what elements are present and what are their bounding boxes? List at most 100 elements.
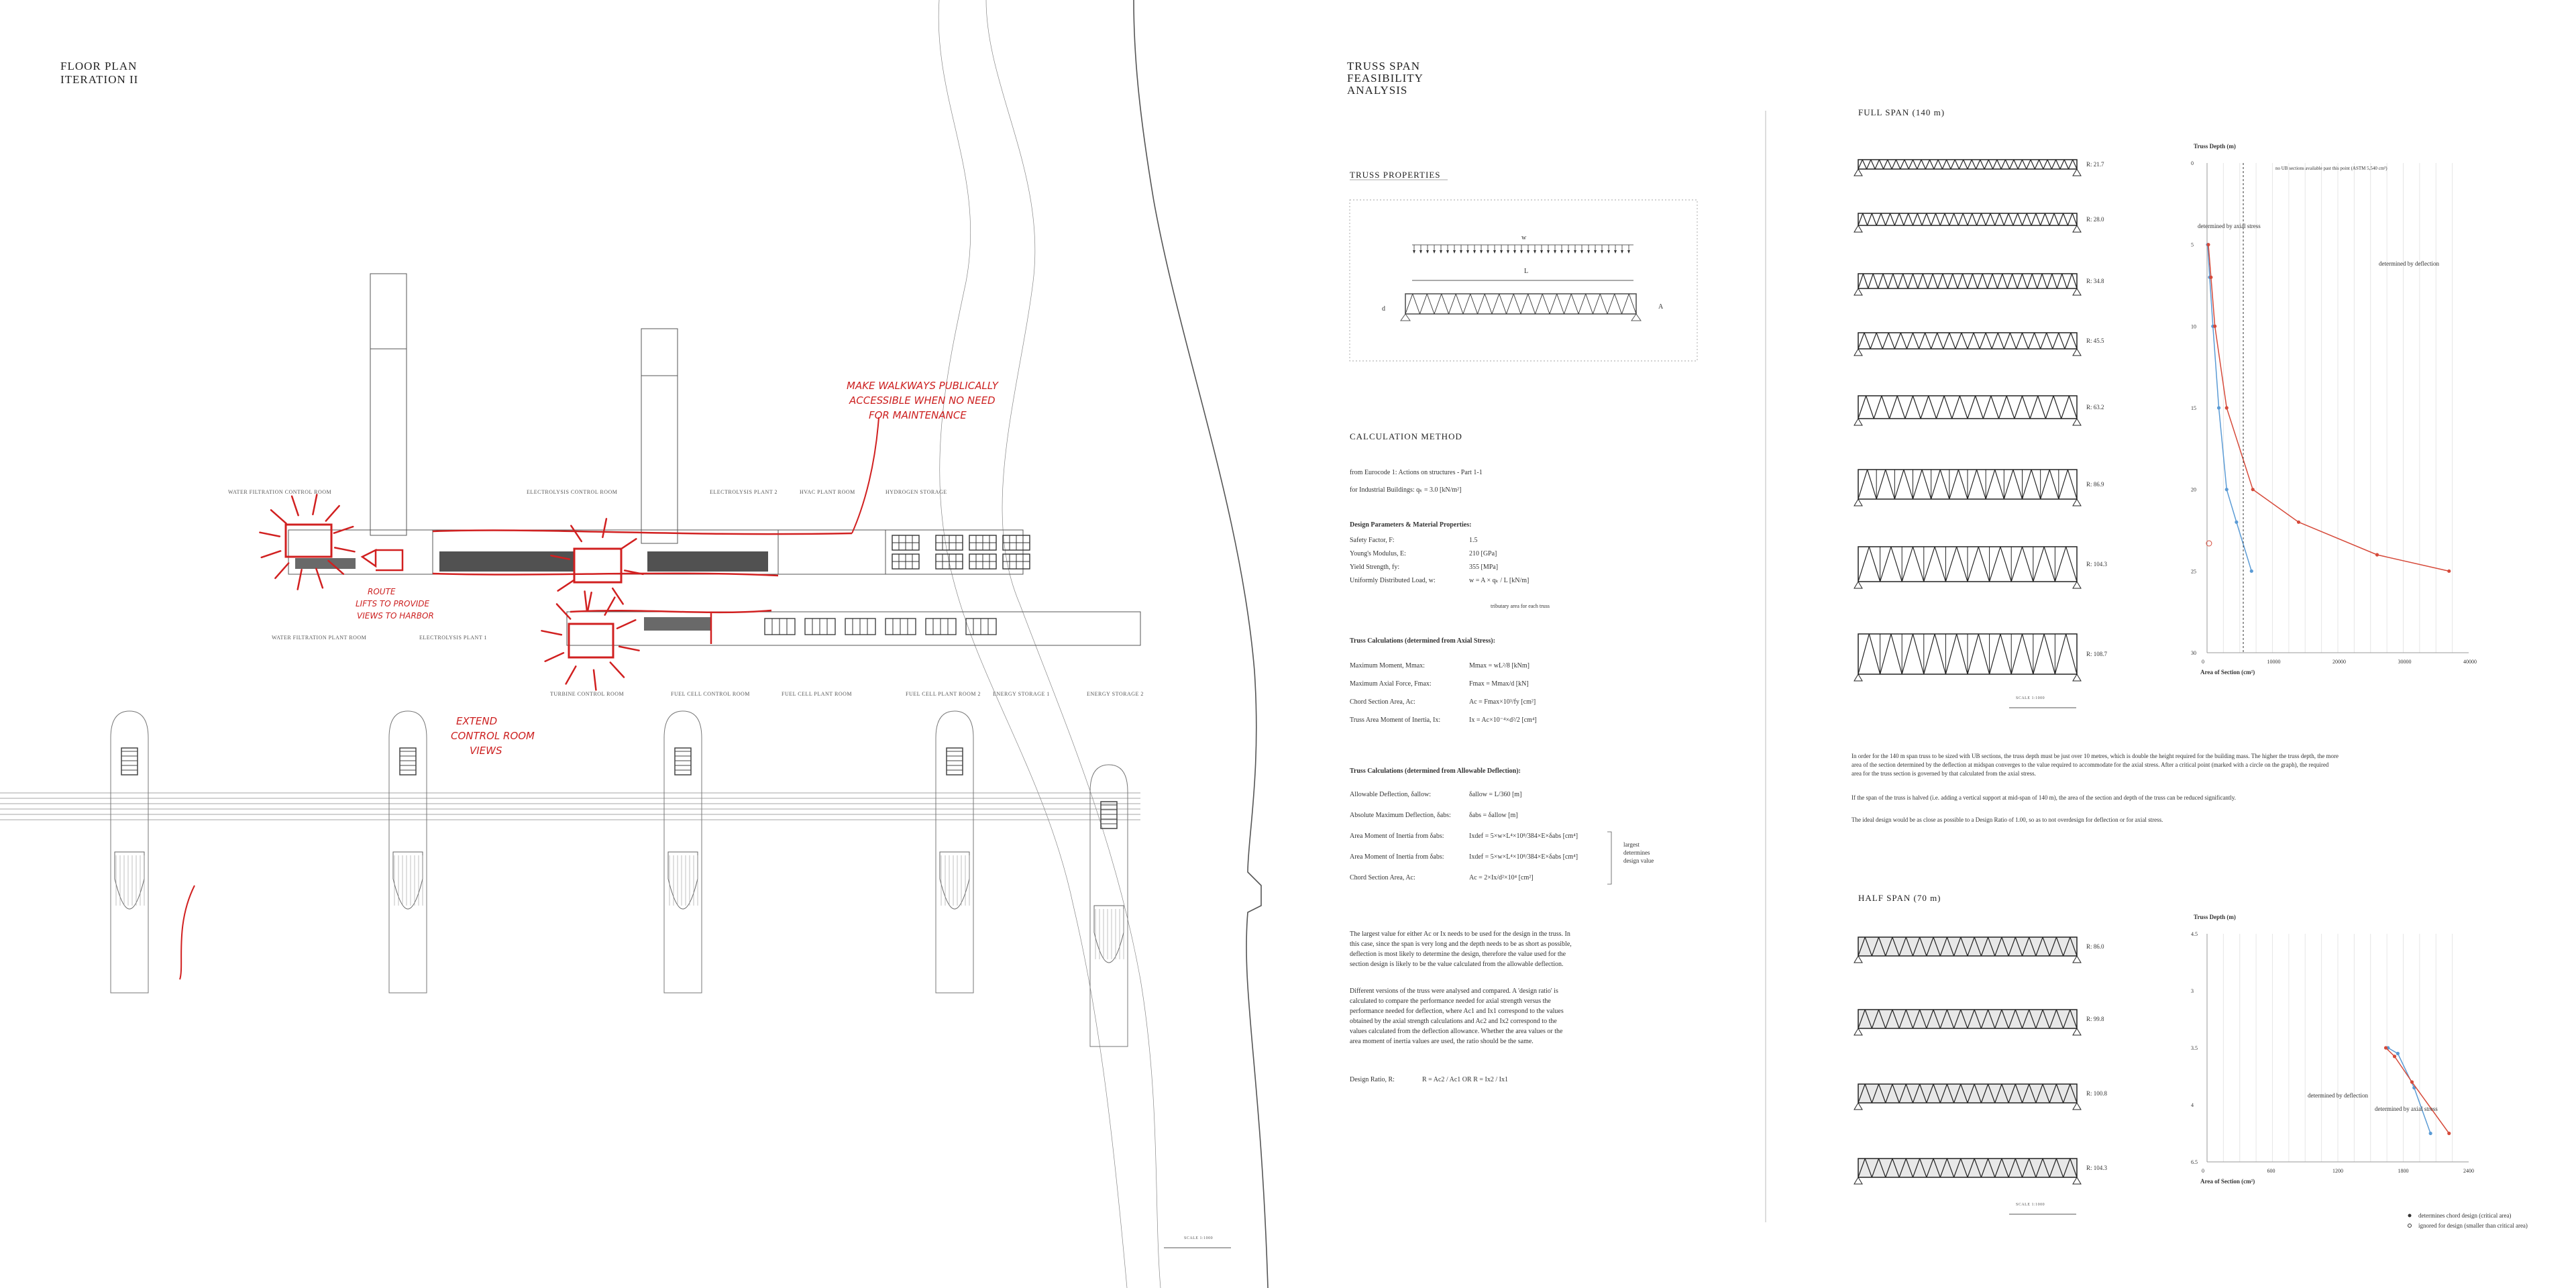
paragraph-line: area of the section determined by the de…	[1851, 761, 2329, 768]
paragraph-line: performance needed for deflection, where…	[1350, 1008, 1564, 1015]
x-tick: 1800	[2398, 1168, 2409, 1174]
truss-ratio-label: R: 34.8	[2086, 278, 2104, 284]
truss-elevation: R: 45.5	[1854, 332, 2104, 356]
boat	[1089, 764, 1128, 1047]
energy-module	[845, 618, 876, 635]
truss-elevation: R: 104.3	[1854, 546, 2108, 589]
markup-walkway-strokes	[432, 529, 853, 644]
param-label: Chord Section Area, Ac:	[1350, 698, 1415, 706]
truss-ratio-label: R: 104.3	[2086, 1165, 2108, 1171]
label-d: d	[1382, 305, 1385, 313]
y-tick: 4	[2191, 1102, 2194, 1108]
room-label-fuel-cell-plant-2: FUEL CELL PLANT ROOM 2	[906, 691, 981, 697]
x-tick: 40000	[2463, 659, 2477, 665]
method-heading: CALCULATION METHOD	[1350, 431, 1462, 441]
full-span-para2: If the span of the truss is halved (i.e.…	[1851, 794, 2236, 801]
truss-ratio-label: R: 21.7	[2086, 161, 2104, 168]
x-tick: 0	[2202, 1168, 2204, 1174]
truss-ratio-label: R: 104.3	[2086, 561, 2108, 568]
note-walkways-2: ACCESSIBLE WHEN NO NEED	[849, 394, 996, 407]
storage-module	[935, 553, 963, 570]
truss-elevation: R: 63.2	[1854, 395, 2104, 426]
truss-title-1: TRUSS SPAN	[1347, 60, 1420, 72]
chimney-tower-2	[641, 328, 678, 544]
data-point	[2447, 569, 2451, 573]
y-tick: 25	[2191, 568, 2196, 574]
truss-elevation: R: 86.0	[1854, 936, 2104, 963]
markup-route-lift	[360, 548, 404, 572]
param-value: 355 [MPa]	[1469, 564, 1498, 571]
half-span-scale-label: SCALE 1:1000	[2016, 1203, 2045, 1207]
param-value: 1.5	[1469, 537, 1478, 544]
axial-heading: Truss Calculations (determined from Axia…	[1350, 637, 1495, 645]
room-label-hvac-plant: HVAC PLANT ROOM	[800, 489, 855, 495]
half-span-scale: SCALE 1:1000	[2009, 1203, 2076, 1215]
truss-properties-heading: TRUSS PROPERTIES	[1350, 170, 1441, 180]
axial-list: Maximum Moment, Mmax:Mmax = wL²/8 [kNm]M…	[1350, 662, 1537, 724]
params-heading: Design Parameters & Material Properties:	[1350, 521, 1471, 529]
storage-module	[969, 535, 997, 551]
half-span-truss-list: R: 86.0 R: 99.8 R: 100.8 R: 104.3	[1854, 936, 2108, 1185]
data-point	[2235, 520, 2239, 524]
paragraph-line: area moment of inertia values are used, …	[1350, 1038, 1534, 1045]
note-walkways-3: FOR MAINTENANCE	[869, 409, 967, 421]
data-point	[2206, 243, 2210, 247]
boat	[663, 710, 702, 994]
paragraph-line: deflection is most likely to determine t…	[1350, 951, 1566, 958]
paragraph-line: obtained by the axial strength calculati…	[1350, 1018, 1557, 1025]
chart-xlabel: Area of Section (cm²)	[2200, 669, 2255, 676]
label-deflection: determined by deflection	[2379, 260, 2439, 267]
truss-elevation: R: 28.0	[1854, 213, 2104, 233]
floor-plan-scale-bar: SCALE 1:1000	[1164, 1236, 1231, 1248]
data-point	[2249, 569, 2253, 573]
param-value: δallow = L/360 [m]	[1469, 791, 1521, 798]
series-line	[2385, 1047, 2450, 1134]
data-point	[2213, 324, 2217, 328]
param-label: Area Moment of Inertia from δabs:	[1350, 833, 1444, 840]
method-line-1: from Eurocode 1: Actions on structures -…	[1350, 469, 1483, 476]
truss-title-3: ANALYSIS	[1347, 84, 1407, 97]
data-point	[2383, 1046, 2388, 1050]
truss-elevation: R: 100.8	[1854, 1083, 2108, 1110]
series-line	[2207, 244, 2253, 572]
label-A: A	[1658, 303, 1664, 311]
series-line	[2208, 244, 2449, 572]
markup-burst-control	[550, 518, 644, 612]
truss-ratio-label: R: 99.8	[2086, 1016, 2104, 1022]
note-extend-1: EXTEND	[456, 715, 497, 727]
boat	[935, 710, 974, 994]
x-tick: 10000	[2267, 659, 2281, 665]
x-tick: 20000	[2332, 659, 2346, 665]
pier-walkway	[0, 792, 1140, 820]
data-point	[2396, 1051, 2400, 1056]
floor-plan-title-1: FLOOR PLAN	[60, 60, 137, 72]
paragraph-line: calculated to compare the performance ne…	[1350, 998, 1551, 1005]
markup-burst-turbine	[541, 590, 640, 691]
red-markup: MAKE WALKWAYS PUBLICALLY ACCESSIBLE WHEN…	[179, 380, 1000, 980]
largest-note-2: determines	[1623, 849, 1650, 856]
data-point	[2216, 406, 2221, 410]
y-tick: 3	[2191, 988, 2194, 994]
markup-box-turbine-control	[568, 623, 614, 659]
y-tick: 30	[2191, 650, 2196, 656]
param-value: Ixdef = 5×w×L⁴×10⁸/384×E×δabs [cm⁴]	[1469, 833, 1578, 840]
truss-ratio-label: R: 63.2	[2086, 404, 2104, 411]
series-line	[2387, 1047, 2431, 1134]
full-span-scale-label: SCALE 1:1000	[2016, 696, 2045, 700]
truss-ratio-label: R: 45.5	[2086, 337, 2104, 344]
ub-limit-note: no UB sections available past this point…	[2275, 166, 2387, 171]
y-tick: 4.5	[2191, 931, 2198, 937]
data-point	[2447, 1131, 2451, 1136]
storage-module	[969, 553, 997, 570]
energy-module	[925, 618, 957, 635]
truss-ratio-label: R: 108.7	[2086, 651, 2108, 657]
y-tick: 3.5	[2191, 1045, 2198, 1051]
param-value: Ac = 2×Ix/d²×10⁴ [cm²]	[1469, 874, 1534, 881]
room-label-hydrogen-storage: HYDROGEN STORAGE	[885, 489, 947, 495]
param-value: Fmax = Mmax/d [kN]	[1469, 680, 1529, 688]
truss-ratio-label: R: 86.9	[2086, 481, 2104, 488]
